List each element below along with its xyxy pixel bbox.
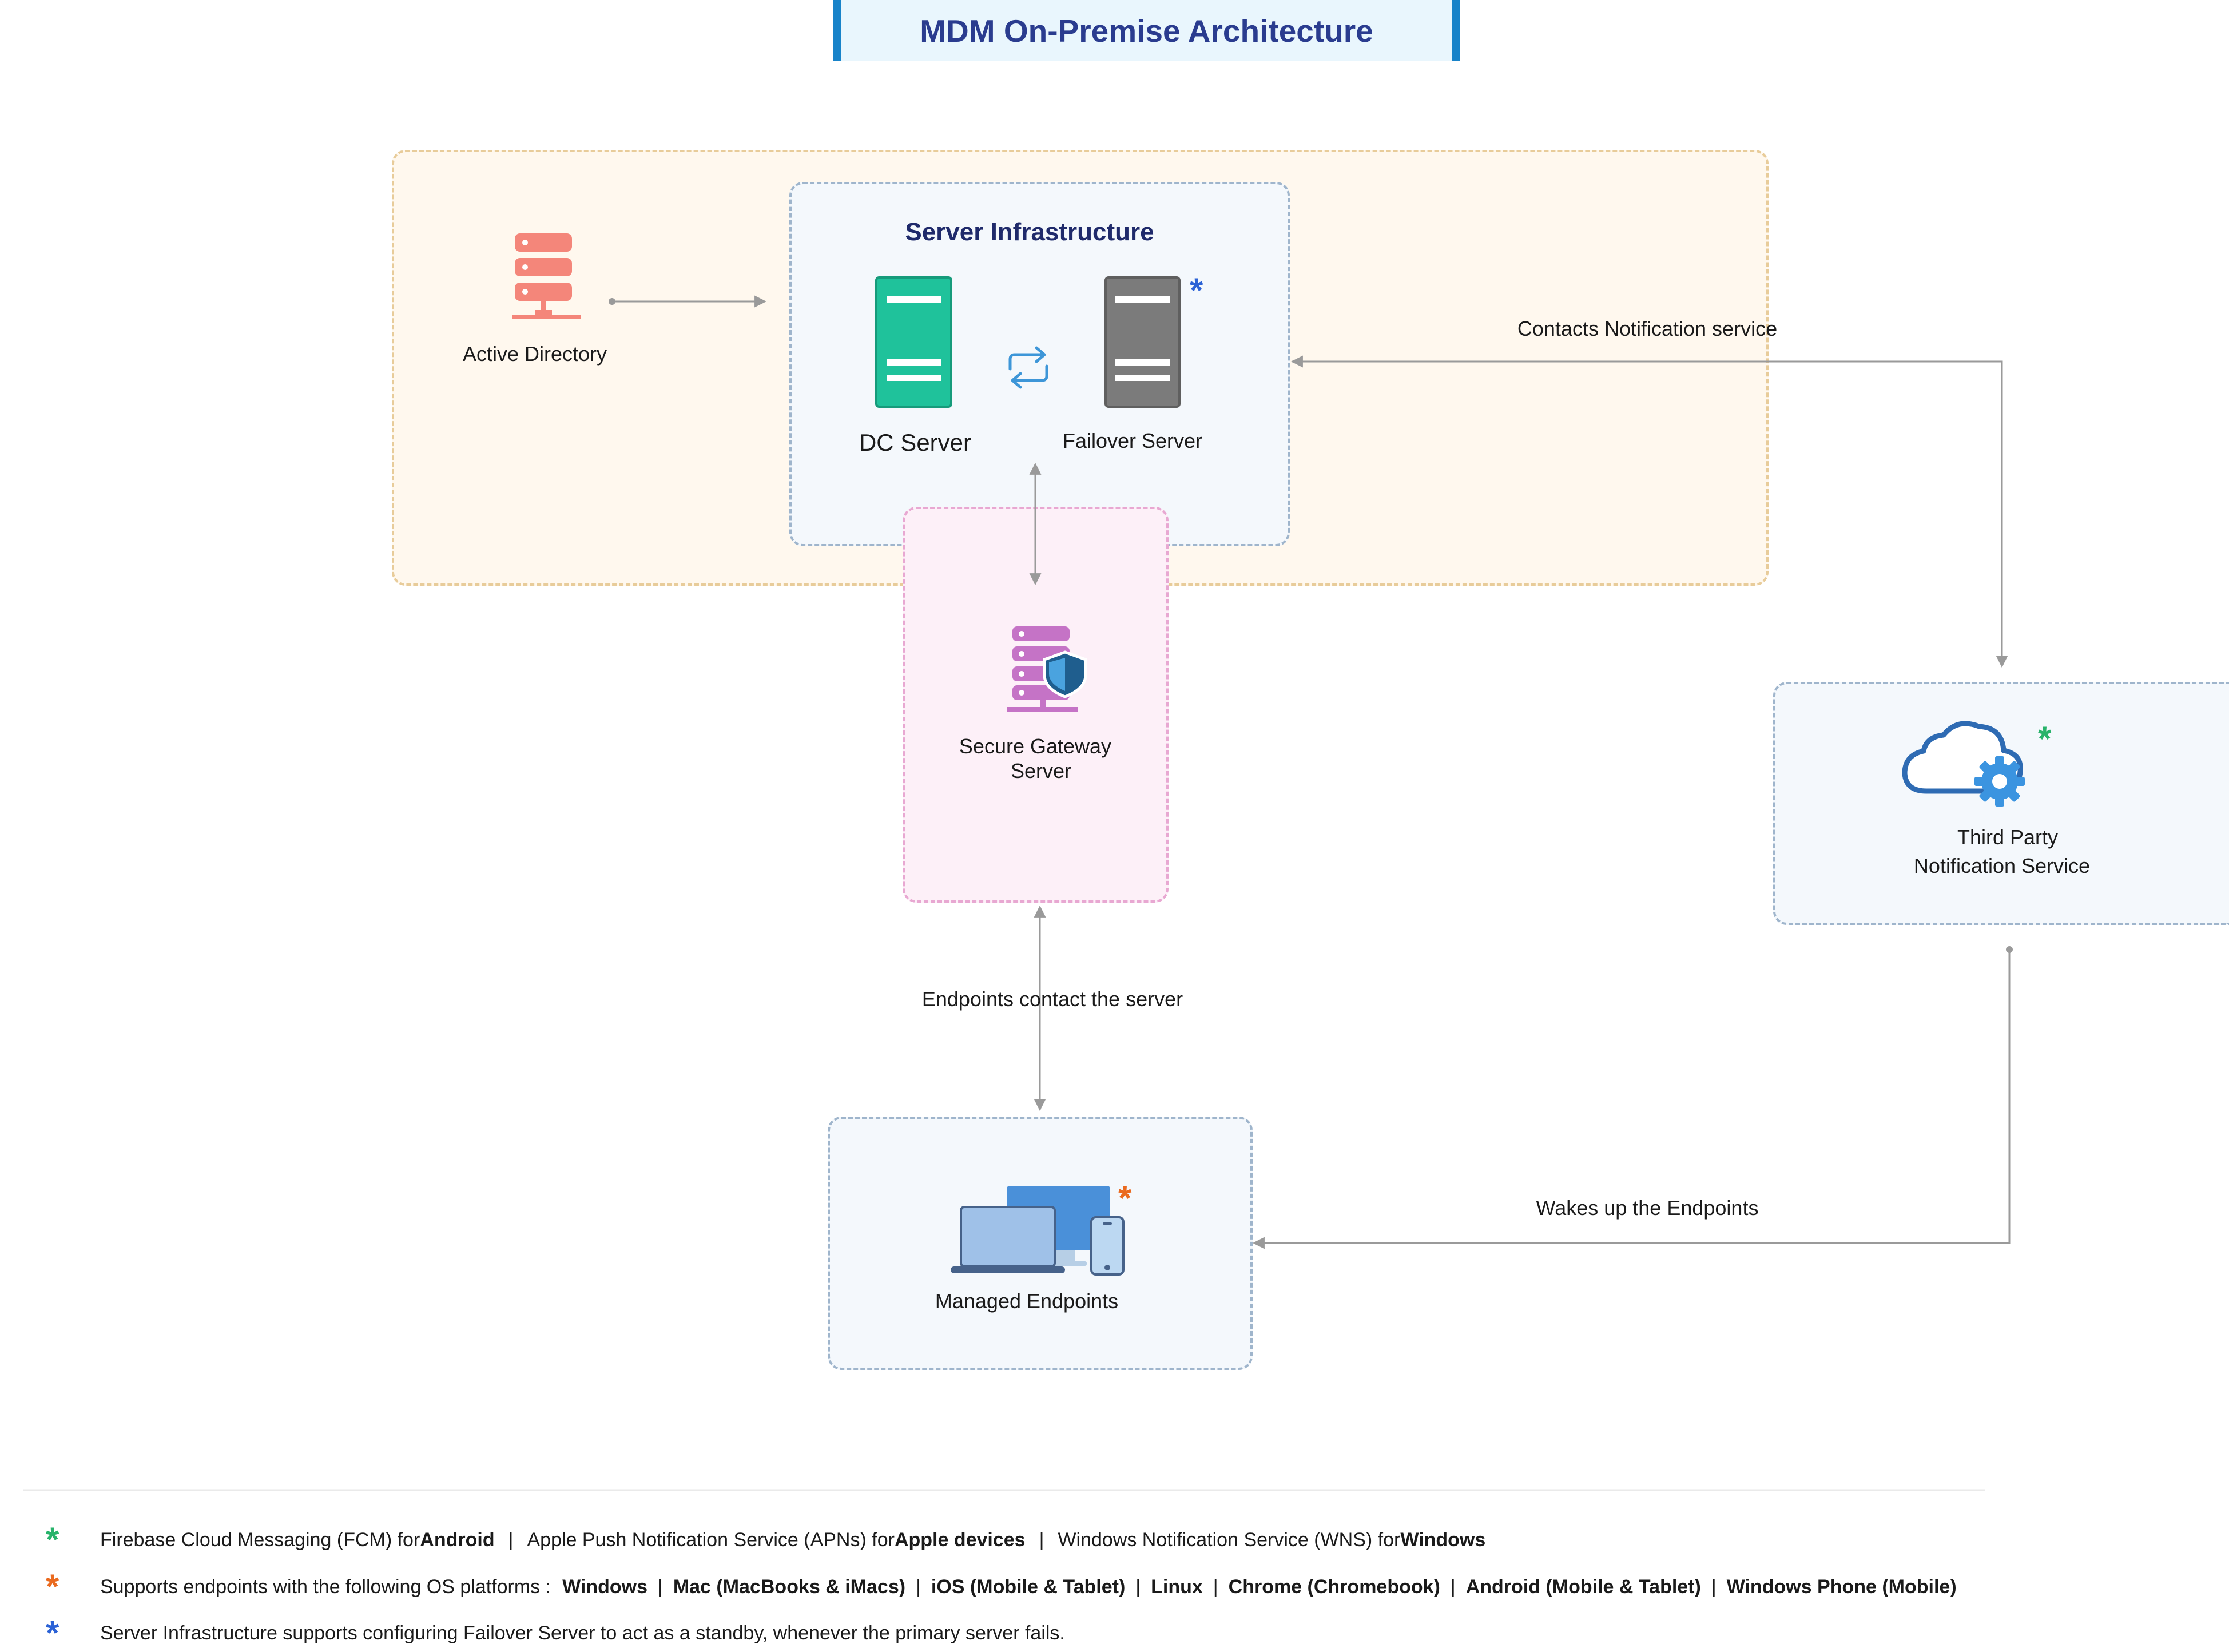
secure-gateway-label-line1: Secure Gateway: [959, 734, 1112, 758]
active-directory-label: Active Directory: [462, 342, 607, 366]
managed-endpoints-label: Managed Endpoints: [935, 1289, 1119, 1313]
diagram-title: MDM On-Premise Architecture: [920, 13, 1373, 49]
blue-asterisk-icon: *: [46, 1614, 59, 1652]
green-asterisk-icon: *: [46, 1520, 59, 1559]
third-party-label-line2: Notification Service: [1913, 854, 2091, 877]
legend-row-notification-services: * Firebase Cloud Messaging (FCM) for And…: [46, 1520, 1486, 1559]
secure-gateway-icon: [1007, 626, 1087, 712]
failover-server-icon: [1104, 276, 1181, 408]
sync-icon: [1008, 346, 1048, 389]
wakes-up-label: Wakes up the Endpoints: [1536, 1196, 1759, 1220]
active-directory-icon: [512, 233, 581, 319]
cloud-gear-icon: [1902, 721, 2025, 807]
endpoints-orange-asterisk: *: [1118, 1179, 1132, 1217]
dc-server-icon: [875, 276, 952, 408]
secure-gateway-label-line2: Server: [1010, 759, 1072, 783]
legend-row-os-platforms: * Supports endpoints with the following …: [46, 1567, 1957, 1606]
managed-endpoints-icon: [951, 1186, 1125, 1276]
dc-server-label: DC Server: [859, 429, 972, 456]
server-infrastructure-heading: Server Infrastructure: [905, 218, 1154, 246]
endpoints-contact-label: Endpoints contact the server: [921, 987, 1183, 1011]
connector-notification-to-endpoints: [1252, 950, 2011, 1249]
failover-blue-asterisk: *: [1190, 271, 1203, 309]
notification-green-asterisk: *: [2038, 720, 2052, 758]
third-party-label-line1: Third Party: [1957, 825, 2059, 849]
failover-server-label: Failover Server: [1062, 429, 1203, 452]
connector-notification-to-server: [1290, 355, 2008, 668]
contacts-notification-label: Contacts Notification service: [1517, 317, 1778, 340]
title-banner: MDM On-Premise Architecture: [833, 0, 1460, 61]
legend-row-failover: * Server Infrastructure supports configu…: [46, 1614, 1065, 1652]
orange-asterisk-icon: *: [46, 1567, 59, 1606]
